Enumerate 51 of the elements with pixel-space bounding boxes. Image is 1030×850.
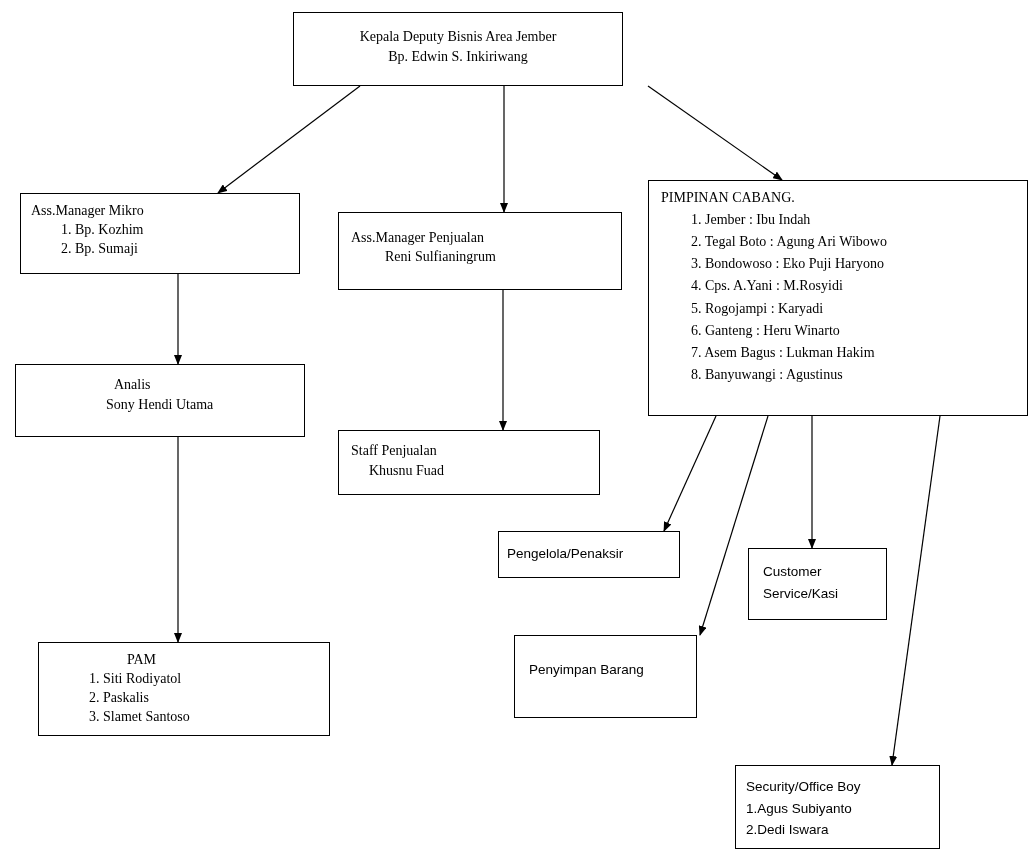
arrow xyxy=(698,415,769,636)
name-text: 2. Bp. Sumaji xyxy=(61,240,138,256)
arrow xyxy=(499,289,507,431)
org-box xyxy=(648,180,1028,416)
arrow xyxy=(500,85,508,213)
org-box xyxy=(15,364,305,437)
role-title: Security/Office Boy xyxy=(746,779,861,794)
name-text: 3. Slamet Santoso xyxy=(89,708,190,724)
org-box xyxy=(293,12,623,86)
arrow xyxy=(889,415,941,766)
arrow xyxy=(647,85,783,181)
org-box xyxy=(38,642,330,736)
arrow xyxy=(663,415,717,532)
name-text: 4. Cps. A.Yani : M.Rosyidi xyxy=(691,278,843,294)
name-text: Bp. Edwin S. Inkiriwang xyxy=(388,48,528,64)
role-title: Pengelola/Penaksir xyxy=(507,546,624,561)
name-text: 8. Banyuwangi : Agustinus xyxy=(691,366,843,382)
org-box xyxy=(514,635,697,718)
name-text: 5. Rogojampi : Karyadi xyxy=(691,300,824,316)
arrow xyxy=(174,273,182,365)
name-text: 6. Ganteng : Heru Winarto xyxy=(691,322,840,338)
name-text: Reni Sulfianingrum xyxy=(385,248,496,264)
name-text: 3. Bondowoso : Eko Puji Haryono xyxy=(691,256,884,272)
arrow xyxy=(808,415,816,549)
name-text: 2. Tegal Boto : Agung Ari Wibowo xyxy=(691,234,887,250)
role-title: PIMPINAN CABANG. xyxy=(661,190,795,205)
org-box xyxy=(338,430,600,495)
name-text: 1. Jember : Ibu Indah xyxy=(691,212,811,228)
org-box xyxy=(338,212,622,290)
name-text: 1.Agus Subiyanto xyxy=(746,800,852,816)
org-box xyxy=(748,548,887,620)
name-text: 1. Bp. Kozhim xyxy=(61,221,144,237)
org-box xyxy=(735,765,940,849)
role-title: Ass.Manager Penjualan xyxy=(351,230,484,245)
name-text: Sony Hendi Utama xyxy=(106,397,214,413)
name-text: 2.Dedi Iswara xyxy=(746,822,829,838)
name-text: 2. Paskalis xyxy=(89,689,149,705)
arrow xyxy=(174,436,182,643)
org-box xyxy=(498,531,680,578)
role-title: PAM xyxy=(127,652,157,667)
role-title: Kepala Deputy Bisnis Area Jember xyxy=(359,29,557,44)
role-title: Penyimpan Barang xyxy=(529,662,644,677)
role-title: Analis xyxy=(114,377,151,392)
name-text: 1. Siti Rodiyatol xyxy=(89,670,182,686)
org-box xyxy=(20,193,300,274)
role-title: Staff Penjualan xyxy=(351,443,437,458)
role-title: Ass.Manager Mikro xyxy=(31,203,144,218)
arrow xyxy=(217,85,361,194)
role-title: Customer Service/Kasi xyxy=(763,564,839,601)
name-text: 7. Asem Bagus : Lukman Hakim xyxy=(691,344,875,360)
name-text: Khusnu Fuad xyxy=(369,463,445,479)
